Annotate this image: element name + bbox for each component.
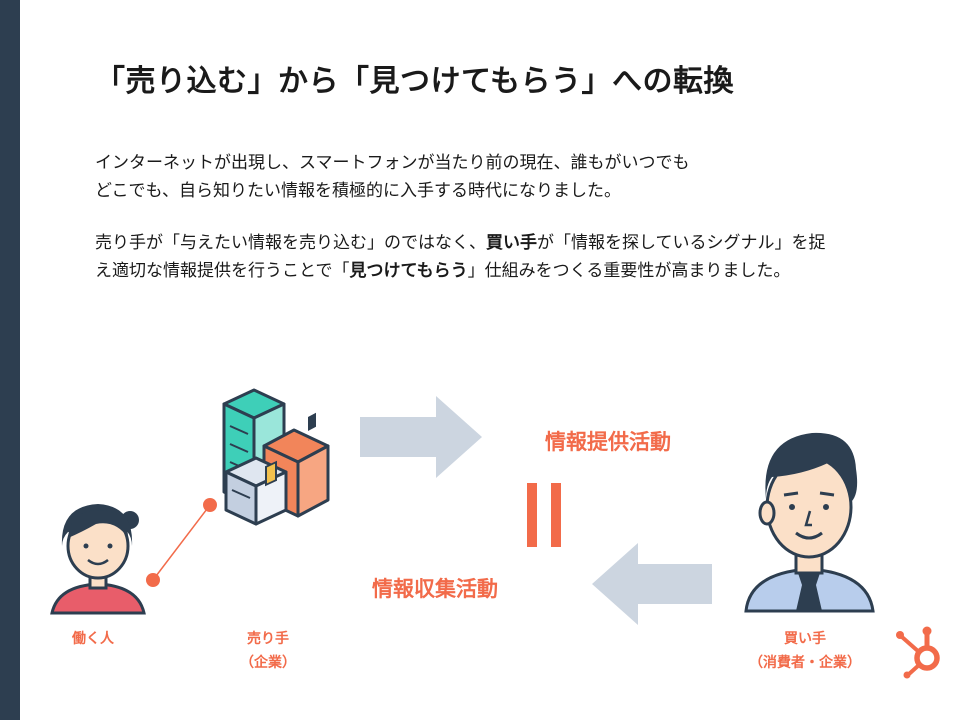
buyer-caption-line1: 買い手 <box>784 631 826 647</box>
buyer-caption-line2: （消費者・企業） <box>749 655 861 671</box>
collect-activity-label: 情報収集活動 <box>372 577 498 601</box>
shift-line-1-a: 売り手が「与えたい情報を売り込む」のではなく、 <box>95 233 486 253</box>
shift-paragraph: 売り手が「与えたい情報を売り込む」のではなく、買い手が「情報を探しているシグナル… <box>95 229 826 285</box>
seller-caption: 売り手 （企業） <box>228 627 308 675</box>
seller-caption-line2: （企業） <box>240 655 296 671</box>
hubspot-logo-icon <box>896 626 940 679</box>
collect-arrow-icon <box>592 543 712 625</box>
intro-paragraph: インターネットが出現し、スマートフォンが当たり前の現在、誰もがいつでも どこでも… <box>95 149 690 205</box>
shift-line-2-a: え適切な情報提供を行うことで「 <box>95 261 350 281</box>
shift-line-1-bold: 買い手 <box>486 233 537 253</box>
equals-sign: = <box>527 483 567 547</box>
shift-line-2: え適切な情報提供を行うことで「見つけてもらう」仕組みをつくる重要性が高まりました… <box>95 257 826 285</box>
provide-arrow-icon <box>360 396 482 478</box>
intro-line-2: どこでも、自ら知りたい情報を積極的に入手する時代になりました。 <box>95 181 621 201</box>
shift-line-2-c: 」仕組みをつくる重要性が高まりました。 <box>467 261 791 281</box>
shift-line-1-c: が「情報を探しているシグナル」を捉 <box>537 233 826 253</box>
worker-connector <box>146 498 217 587</box>
intro-line-1: インターネットが出現し、スマートフォンが当たり前の現在、誰もがいつでも <box>95 153 690 173</box>
shift-line-1: 売り手が「与えたい情報を売り込む」のではなく、買い手が「情報を探しているシグナル… <box>95 229 826 257</box>
page-title: 「売り込む」から「見つけてもらう」への転換 <box>95 64 734 99</box>
worker-avatar-icon <box>50 504 146 615</box>
left-sidebar-stripe <box>0 0 20 720</box>
provide-activity-label: 情報提供活動 <box>545 430 671 454</box>
worker-caption: 働く人 <box>72 631 114 647</box>
shift-line-2-bold: 見つけてもらう <box>349 261 468 281</box>
seller-caption-line1: 売り手 <box>247 631 289 647</box>
seller-building-icon <box>222 388 330 526</box>
buyer-caption: 買い手 （消費者・企業） <box>735 627 875 675</box>
buyer-avatar-icon <box>744 432 875 613</box>
